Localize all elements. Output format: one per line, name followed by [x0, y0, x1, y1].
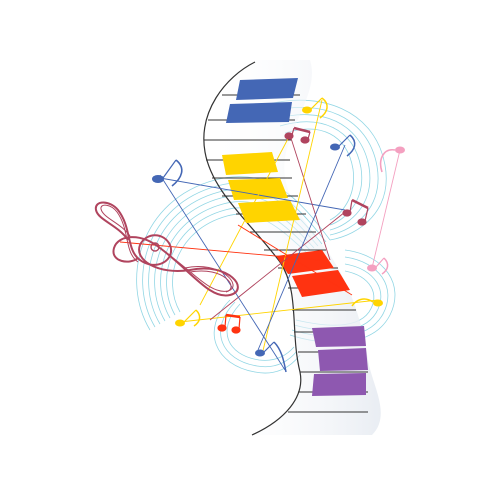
blue-keys	[226, 78, 298, 123]
treble-clef-icon	[94, 201, 239, 297]
eighth-note-icon	[152, 97, 405, 373]
yellow-keys	[222, 152, 300, 223]
beamed-notes-icon	[217, 126, 369, 334]
connector-lines	[119, 99, 401, 371]
purple-keys	[312, 326, 368, 396]
